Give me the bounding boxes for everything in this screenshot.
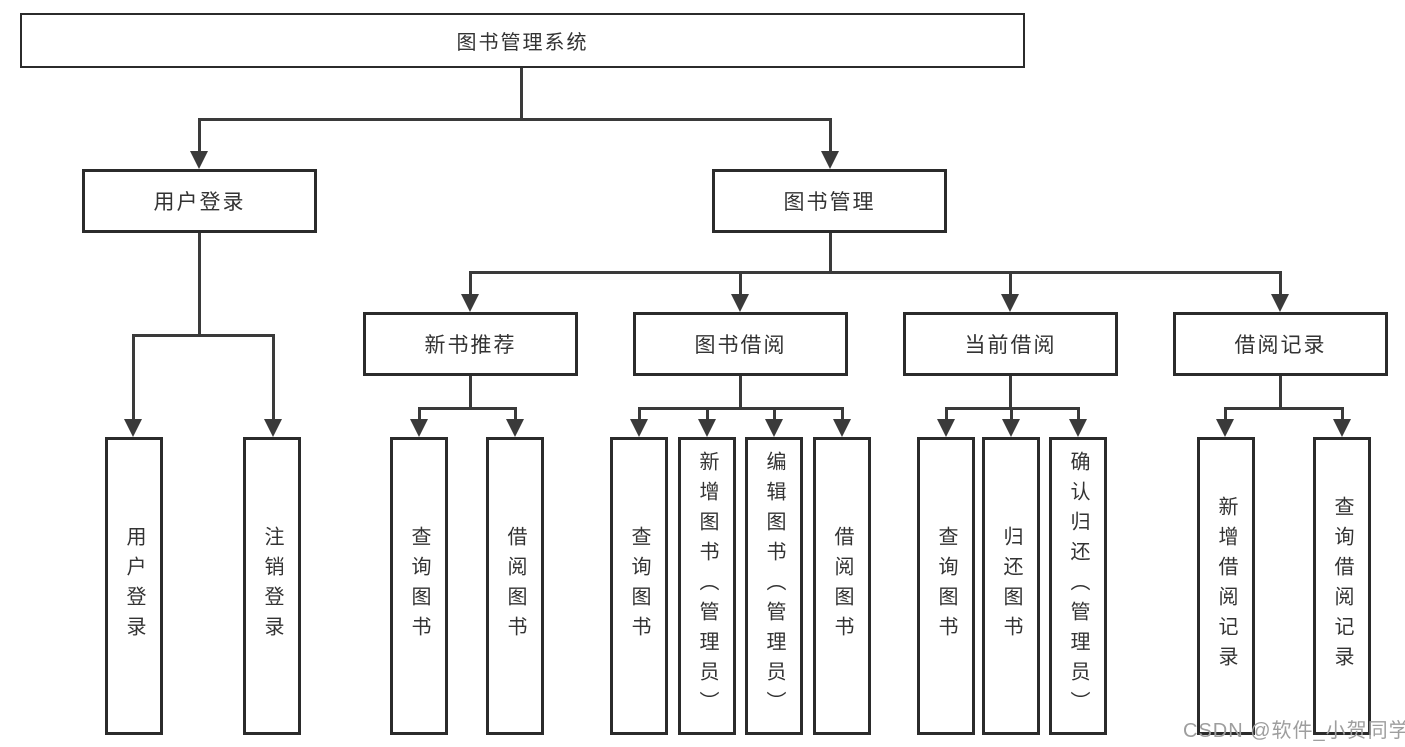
leaf-nbr-query-books-label: 查询图书	[408, 526, 430, 646]
node-root: 图书管理系统	[20, 13, 1025, 68]
arrow-down-icon	[833, 419, 851, 437]
csdn-watermark: CSDN @软件_小贺同学	[1183, 720, 1405, 742]
leaf-logout-label: 注销登录	[261, 526, 283, 646]
connector-line	[469, 271, 1282, 274]
node-current-borrow: 当前借阅	[903, 312, 1118, 376]
connector-line	[514, 407, 517, 423]
arrow-down-icon	[1216, 419, 1234, 437]
connector-line	[1279, 271, 1282, 298]
connector-line	[739, 271, 742, 298]
connector-line	[739, 376, 742, 410]
connector-line	[1010, 407, 1013, 423]
arrow-down-icon	[506, 419, 524, 437]
arrow-down-icon	[1271, 294, 1289, 312]
connector-line	[1341, 407, 1344, 423]
leaf-cb-confirm-return-admin-label: 确认归还（管理员）	[1067, 451, 1089, 721]
node-new-book-recommend: 新书推荐	[363, 312, 578, 376]
connector-line	[829, 118, 832, 153]
leaf-bb-borrow-books-label: 借阅图书	[831, 526, 853, 646]
connector-line	[198, 233, 201, 337]
connector-line	[1224, 407, 1344, 410]
arrow-down-icon	[821, 151, 839, 169]
arrow-down-icon	[461, 294, 479, 312]
node-book-borrow-label: 图书借阅	[694, 334, 787, 357]
arrow-down-icon	[1069, 419, 1087, 437]
connector-line	[706, 407, 709, 423]
node-root-label: 图书管理系统	[456, 32, 589, 54]
connector-line	[469, 271, 472, 298]
connector-line	[1224, 407, 1227, 423]
leaf-cb-query-books-label: 查询图书	[935, 526, 957, 646]
node-book-borrow: 图书借阅	[633, 312, 848, 376]
connector-line	[272, 334, 275, 422]
connector-line	[1077, 407, 1080, 423]
connector-line	[198, 118, 832, 121]
connector-line	[829, 233, 832, 274]
leaf-user-login: 用户登录	[105, 437, 163, 735]
node-borrow-record: 借阅记录	[1173, 312, 1388, 376]
leaf-cb-confirm-return-admin: 确认归还（管理员）	[1049, 437, 1107, 735]
leaf-nbr-borrow-books: 借阅图书	[486, 437, 544, 735]
connector-line	[1279, 376, 1282, 410]
connector-line	[132, 334, 275, 337]
arrow-down-icon	[731, 294, 749, 312]
node-current-borrow-label: 当前借阅	[964, 334, 1057, 357]
leaf-nbr-borrow-books-label: 借阅图书	[504, 526, 526, 646]
arrow-down-icon	[698, 419, 716, 437]
connector-line	[1009, 271, 1012, 298]
connector-line	[773, 407, 776, 423]
arrow-down-icon	[1001, 294, 1019, 312]
node-book-management-label: 图书管理	[783, 191, 876, 214]
connector-line	[469, 376, 472, 410]
node-user-login-label: 用户登录	[153, 191, 246, 214]
leaf-bb-add-books-admin: 新增图书（管理员）	[678, 437, 736, 735]
arrow-down-icon	[264, 419, 282, 437]
connector-line	[132, 334, 135, 422]
node-new-book-recommend-label: 新书推荐	[424, 334, 517, 357]
leaf-user-login-label: 用户登录	[123, 526, 145, 646]
node-book-management: 图书管理	[712, 169, 947, 233]
connector-line	[418, 407, 421, 423]
leaf-br-query-record: 查询借阅记录	[1313, 437, 1371, 735]
arrow-down-icon	[765, 419, 783, 437]
arrow-down-icon	[410, 419, 428, 437]
arrow-down-icon	[630, 419, 648, 437]
leaf-bb-edit-books-admin: 编辑图书（管理员）	[745, 437, 803, 735]
leaf-bb-query-books-label: 查询图书	[628, 526, 650, 646]
connector-line	[1009, 376, 1012, 410]
node-user-login: 用户登录	[82, 169, 317, 233]
connector-line	[198, 118, 201, 153]
arrow-down-icon	[190, 151, 208, 169]
leaf-br-add-record: 新增借阅记录	[1197, 437, 1255, 735]
leaf-br-query-record-label: 查询借阅记录	[1331, 496, 1353, 676]
connector-line	[638, 407, 641, 423]
connector-line	[520, 68, 523, 120]
leaf-cb-return-books: 归还图书	[982, 437, 1040, 735]
leaf-logout: 注销登录	[243, 437, 301, 735]
leaf-cb-return-books-label: 归还图书	[1000, 526, 1022, 646]
arrow-down-icon	[124, 419, 142, 437]
leaf-br-add-record-label: 新增借阅记录	[1215, 496, 1237, 676]
arrow-down-icon	[1002, 419, 1020, 437]
leaf-cb-query-books: 查询图书	[917, 437, 975, 735]
node-borrow-record-label: 借阅记录	[1234, 334, 1327, 357]
leaf-bb-borrow-books: 借阅图书	[813, 437, 871, 735]
connector-line	[638, 407, 844, 410]
connector-line	[841, 407, 844, 423]
leaf-bb-query-books: 查询图书	[610, 437, 668, 735]
connector-line	[945, 407, 948, 423]
arrow-down-icon	[937, 419, 955, 437]
leaf-bb-add-books-admin-label: 新增图书（管理员）	[696, 451, 718, 721]
leaf-bb-edit-books-admin-label: 编辑图书（管理员）	[763, 451, 785, 721]
arrow-down-icon	[1333, 419, 1351, 437]
leaf-nbr-query-books: 查询图书	[390, 437, 448, 735]
connector-line	[418, 407, 517, 410]
